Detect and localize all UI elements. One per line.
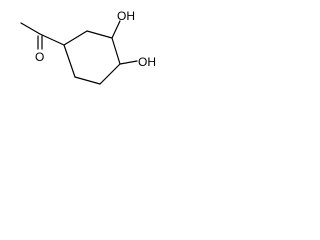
hydroxyl-right-label: OH <box>138 55 156 69</box>
methyl-bond <box>20 22 41 35</box>
ring-bond-4 <box>99 63 121 85</box>
carbonyl-oxygen-label: O <box>35 50 44 64</box>
ring-bond-6 <box>63 44 76 78</box>
hydroxyl-top-label: OH <box>117 9 135 23</box>
molecule-structure-diagram: O OH OH <box>20 9 156 85</box>
ring-bond-1 <box>63 30 88 46</box>
ring-bond-5 <box>74 76 101 85</box>
hydroxyl-right-bond <box>119 60 138 65</box>
hydroxyl-top-bond <box>111 20 121 39</box>
ring-bond-3 <box>111 37 121 65</box>
acetyl-ring-bond <box>39 33 65 46</box>
ring-bond-2 <box>86 30 113 39</box>
